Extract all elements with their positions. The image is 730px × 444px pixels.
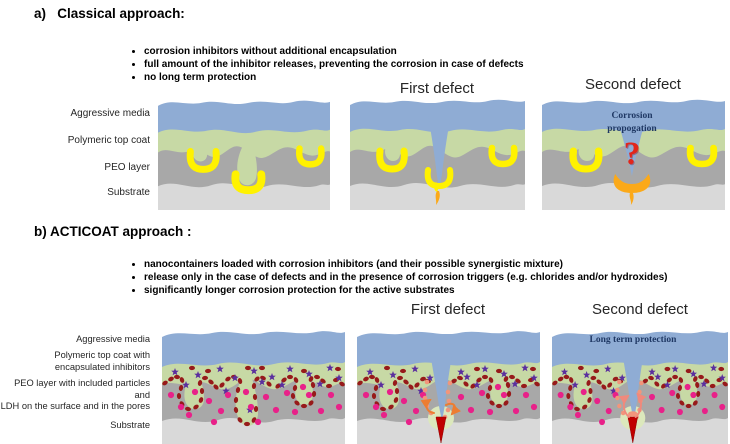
panel-title-first-defect-b: First defect: [410, 301, 486, 318]
top-coat-pore-tongues: [578, 138, 708, 162]
top-coat-pore-tongues: [192, 138, 314, 186]
bullet-item: significantly longer corrosion protectio…: [144, 284, 704, 297]
panel-acticoat-second-defect: [552, 331, 728, 444]
inhibitor-pockets: [376, 144, 518, 173]
inhibitor-particle-dots: [362, 383, 538, 426]
defect-spike-icon: [435, 416, 447, 444]
layer-label-substrate: Substrate: [107, 187, 150, 198]
layer-label-top-coat: Polymeric top coat: [67, 135, 150, 146]
inhibitor-star-icons: [560, 364, 726, 395]
top-coat-pore-tongues: [385, 138, 508, 162]
section-b-bullet-list: nanocontainers loaded with corrosion inh…: [130, 258, 704, 297]
corrosion-blob: [613, 174, 651, 205]
bullet-item: corrosion inhibitors without additional …: [144, 45, 664, 58]
inhibitor-particle-dots: [167, 383, 343, 426]
annotation-long-term-protection: Long term protection: [589, 335, 677, 345]
defect-wedge: [427, 334, 456, 420]
panel-title-second-defect-b: Second defect: [592, 301, 688, 318]
section-b-heading: b) ACTICOAT approach :: [34, 224, 192, 239]
defect-spike-icon: [627, 416, 638, 444]
section-a-bullet-list: corrosion inhibitors without additional …: [130, 45, 664, 84]
inhibitor-star-icons: [366, 364, 538, 395]
bullet-item: release only in the case of defects and …: [144, 271, 704, 284]
inhibitor-particle-dots: [557, 383, 726, 426]
panel-classical-intact: [158, 100, 330, 210]
section-a-heading: a) Classical approach:: [34, 6, 185, 21]
panel-title-second-defect-a: Second defect: [585, 76, 681, 93]
defect-wedge: [619, 334, 648, 420]
panel-acticoat-first-defect: [357, 331, 540, 444]
layer-label-top-coat-b: Polymeric top coat with encapsulated inh…: [54, 350, 150, 372]
inhibitor-star-icons: [171, 364, 343, 414]
layer-label-peo: PEO layer: [104, 162, 150, 173]
ldh-particle-dots: [552, 365, 728, 412]
panel-title-first-defect-a: First defect: [399, 80, 475, 97]
panel-classical-first-defect: [350, 99, 525, 210]
layer-label-aggressive-media-b: Aggressive media: [76, 334, 150, 344]
bullet-item: nanocontainers loaded with corrosion inh…: [144, 258, 704, 271]
defect-wedge: [613, 104, 650, 176]
inhibitor-pockets: [186, 145, 325, 195]
panel-classical-second-defect: [542, 99, 725, 210]
release-arrow-icons: [420, 398, 462, 416]
released-inhibitor: [424, 167, 454, 205]
bullet-item: no long term protection: [144, 71, 664, 84]
bullet-item: full amount of the inhibitor releases, p…: [144, 58, 664, 71]
layer-label-aggressive-media: Aggressive media: [70, 108, 150, 119]
question-mark: ?: [623, 136, 641, 172]
layer-label-peo-b: PEO layer with included particles and LD…: [0, 378, 150, 412]
defect-wedge: [426, 103, 453, 189]
release-arrow-icons: [618, 392, 647, 418]
panel-acticoat-intact: [162, 331, 345, 444]
inhibitor-pockets: [569, 144, 718, 173]
annotation-corrosion-propagation: Corrosion propogation: [607, 111, 657, 134]
layer-label-substrate-b: Substrate: [110, 420, 150, 430]
